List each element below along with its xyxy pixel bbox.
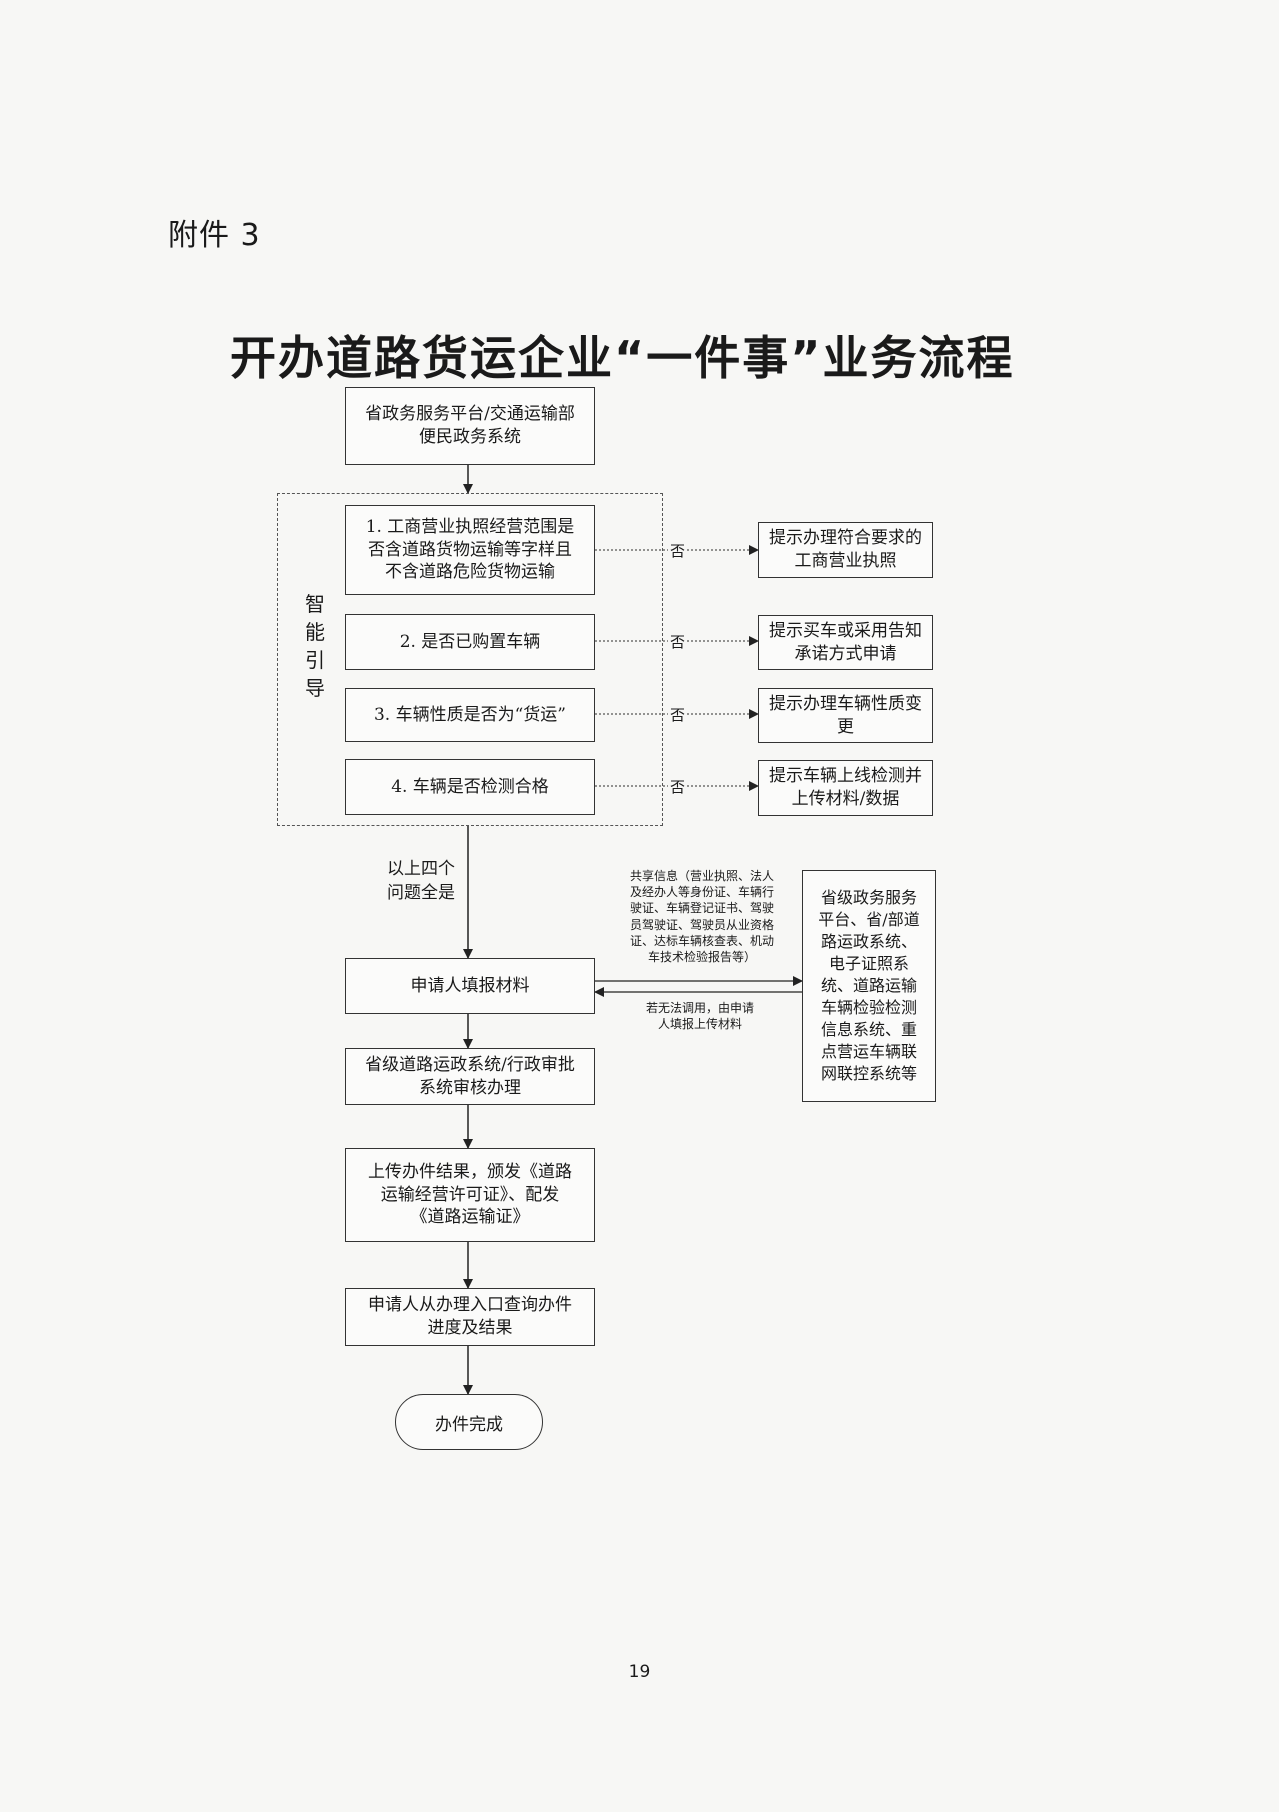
fallback-note: 若无法调用，由申请 人填报上传材料: [645, 1001, 754, 1032]
shared-info-note: 共享信息（营业执照、法人 及经办人等身份证、车辆行 驶证、车辆登记证书、驾驶 员…: [629, 869, 774, 964]
prompt-box-4: 提示车辆上线检测并 上传材料/数据: [758, 760, 933, 816]
all-yes-label: 以上四个 问题全是: [387, 859, 455, 903]
fill-materials-box: 申请人填报材料: [345, 958, 595, 1014]
start-platform-box: 省政务服务平台/交通运输部 便民政务系统: [345, 387, 595, 465]
start-platform-text: 省政务服务平台/交通运输部 便民政务系统: [365, 404, 575, 447]
review-box: 省级道路运政系统/行政审批 系统审核办理: [345, 1048, 595, 1105]
question-box-1: 1. 工商营业执照经营范围是 否含道路货物运输等字样且 不含道路危险货物运输: [345, 505, 595, 595]
prompt-box-3: 提示办理车辆性质变 更: [758, 688, 933, 743]
no-label-3: 否: [668, 704, 688, 725]
issue-license-box: 上传办件结果，颁发《道路 运输经营许可证》、配发 《道路运输证》: [345, 1148, 595, 1242]
page-title: 开办道路货运企业“一件事”业务流程: [230, 331, 1015, 385]
prompt-text-1: 提示办理符合要求的 工商营业执照: [769, 528, 922, 571]
fill-materials-text: 申请人填报材料: [410, 975, 530, 996]
question-text-3: 3. 车辆性质是否为“货运”: [373, 704, 566, 725]
systems-text: 省级政务服务 平台、省/部道 路运政系统、 电子证照系 统、道路运输 车辆检验检…: [818, 887, 920, 1084]
no-label-1: 否: [668, 540, 688, 561]
prompt-text-4: 提示车辆上线检测并 上传材料/数据: [769, 766, 922, 809]
page-number: 19: [628, 1662, 651, 1682]
prompt-box-1: 提示办理符合要求的 工商营业执照: [758, 522, 933, 578]
query-progress-text: 申请人从办理入口查询办件 进度及结果: [368, 1295, 572, 1338]
smart-guide-frame: [277, 493, 663, 826]
issue-license-text: 上传办件结果，颁发《道路 运输经营许可证》、配发 《道路运输证》: [368, 1161, 572, 1228]
annex-label: 附件 3: [168, 218, 261, 253]
question-box-4: 4. 车辆是否检测合格: [345, 759, 595, 815]
question-box-2: 2. 是否已购置车辆: [345, 614, 595, 670]
question-text-4: 4. 车辆是否检测合格: [391, 776, 549, 797]
smart-guide-label: 智 能 引 导: [305, 592, 325, 700]
question-text-2: 2. 是否已购置车辆: [399, 631, 541, 652]
prompt-text-2: 提示买车或采用告知 承诺方式申请: [769, 620, 922, 664]
query-progress-box: 申请人从办理入口查询办件 进度及结果: [345, 1288, 595, 1346]
question-text-1: 1. 工商营业执照经营范围是 否含道路货物运输等字样且 不含道路危险货物运输: [365, 516, 575, 583]
no-label-4: 否: [668, 776, 688, 797]
end-label: 办件完成: [435, 1414, 503, 1435]
prompt-box-2: 提示买车或采用告知 承诺方式申请: [758, 615, 933, 670]
review-text: 省级道路运政系统/行政审批 系统审核办理: [365, 1054, 575, 1098]
question-box-3: 3. 车辆性质是否为“货运”: [345, 688, 595, 742]
end-terminal: 办件完成: [395, 1394, 543, 1450]
prompt-text-3: 提示办理车辆性质变 更: [769, 693, 922, 737]
systems-box: 省级政务服务 平台、省/部道 路运政系统、 电子证照系 统、道路运输 车辆检验检…: [802, 870, 936, 1102]
no-label-2: 否: [668, 631, 688, 652]
